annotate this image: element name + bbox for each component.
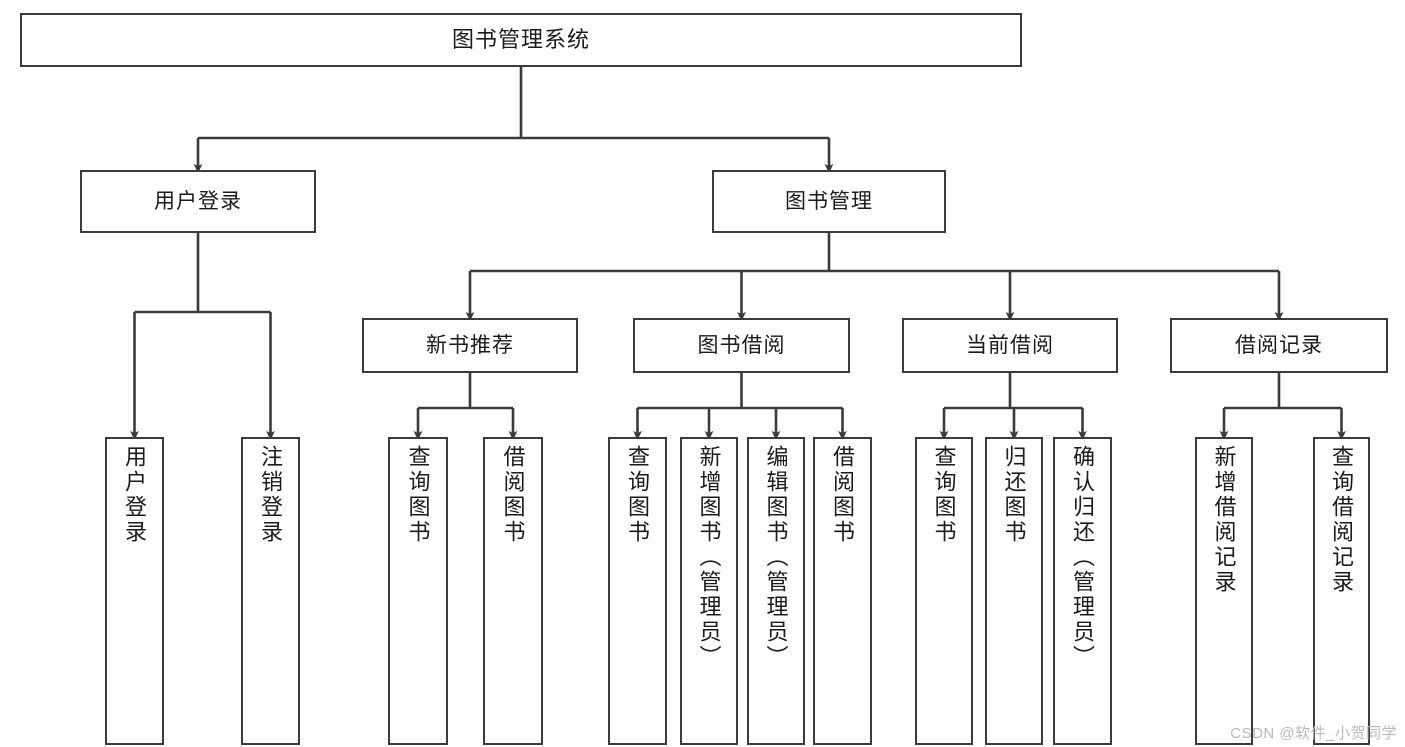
node-label: 借阅图书: [830, 445, 856, 545]
node-label: 编辑图书（管理员）: [763, 445, 789, 670]
node-newbook[interactable]: 新书推荐: [362, 318, 578, 373]
node-b_edit[interactable]: 编辑图书（管理员）: [747, 437, 805, 745]
node-n_query[interactable]: 查询图书: [388, 437, 448, 745]
node-label: 确认归还（管理员）: [1070, 445, 1096, 670]
watermark: CSDN @软件_小贺同学: [1230, 725, 1397, 742]
node-label: 图书管理系统: [451, 26, 590, 52]
node-n_borrow[interactable]: 借阅图书: [483, 437, 543, 745]
node-l_login[interactable]: 用户登录: [105, 437, 164, 745]
node-record[interactable]: 借阅记录: [1170, 318, 1388, 373]
node-label: 查询借阅记录: [1329, 445, 1355, 595]
node-l_logout[interactable]: 注销登录: [241, 437, 300, 745]
node-label: 新增借阅记录: [1211, 445, 1237, 595]
node-label: 当前借阅: [966, 333, 1054, 357]
node-borrow[interactable]: 图书借阅: [633, 318, 850, 373]
node-label: 借阅记录: [1235, 333, 1323, 357]
node-b_query[interactable]: 查询图书: [608, 437, 667, 745]
node-root[interactable]: 图书管理系统: [20, 13, 1022, 67]
node-b_add[interactable]: 新增图书（管理员）: [680, 437, 738, 745]
node-label: 借阅图书: [500, 445, 526, 545]
node-c_confirm[interactable]: 确认归还（管理员）: [1053, 437, 1112, 745]
node-bookmgr[interactable]: 图书管理: [712, 170, 946, 233]
node-label: 查询图书: [931, 445, 957, 545]
node-current[interactable]: 当前借阅: [902, 318, 1118, 373]
node-label: 图书借阅: [697, 333, 786, 357]
node-r_add[interactable]: 新增借阅记录: [1195, 437, 1253, 745]
node-login[interactable]: 用户登录: [80, 170, 316, 233]
node-c_query[interactable]: 查询图书: [915, 437, 973, 745]
node-label: 归还图书: [1001, 445, 1027, 545]
node-label: 新增图书（管理员）: [696, 445, 722, 670]
node-b_lend[interactable]: 借阅图书: [813, 437, 872, 745]
node-label: 用户登录: [122, 445, 148, 545]
node-label: 查询图书: [625, 445, 651, 545]
node-label: 用户登录: [154, 189, 242, 213]
node-r_query[interactable]: 查询借阅记录: [1313, 437, 1370, 745]
node-label: 查询图书: [405, 445, 431, 545]
node-label: 图书管理: [785, 189, 873, 213]
node-label: 新书推荐: [426, 333, 514, 357]
node-label: 注销登录: [258, 445, 284, 545]
node-c_return[interactable]: 归还图书: [985, 437, 1043, 745]
